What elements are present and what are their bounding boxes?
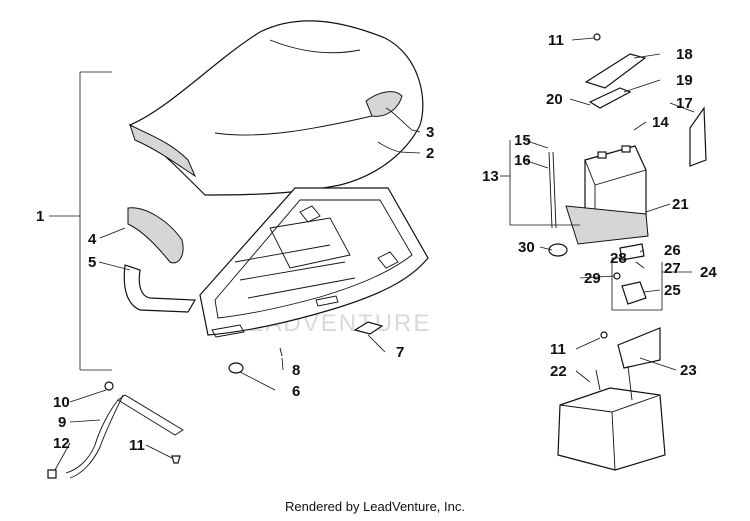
battery-group — [509, 53, 707, 311]
callout-4: 4 — [88, 231, 97, 248]
callout-30: 30 — [518, 239, 535, 256]
callout-23: 23 — [680, 362, 697, 379]
callout-21: 21 — [672, 196, 689, 213]
seat-base — [199, 187, 429, 338]
callout-16: 16 — [514, 152, 531, 169]
callout-2: 2 — [426, 145, 434, 162]
callout-11-rod: 11 — [129, 437, 145, 454]
leader-lines — [49, 37, 695, 471]
callout-7: 7 — [396, 344, 404, 361]
pin — [279, 347, 283, 357]
callout-19: 19 — [676, 72, 693, 89]
callout-13: 13 — [482, 168, 499, 185]
callout-14: 14 — [652, 114, 669, 131]
callout-15: 15 — [514, 132, 531, 149]
callout-17: 17 — [676, 95, 693, 112]
screw — [600, 331, 608, 339]
callout-29: 29 — [584, 270, 601, 287]
callout-27: 27 — [664, 260, 681, 277]
bumper — [228, 362, 244, 374]
battery-box — [557, 327, 666, 471]
callout-20: 20 — [546, 91, 563, 108]
callout-28: 28 — [610, 250, 627, 267]
callout-25: 25 — [664, 282, 681, 299]
callout-6: 6 — [292, 383, 300, 400]
callout-11-top: 11 — [548, 32, 564, 49]
callout-18: 18 — [676, 46, 693, 63]
bracket — [353, 321, 384, 335]
callout-24: 24 — [700, 264, 717, 281]
callout-9: 9 — [58, 414, 66, 431]
callout-10: 10 — [53, 394, 70, 411]
foam-pad — [127, 207, 184, 264]
latch-rod — [47, 381, 184, 479]
callout-22: 22 — [550, 363, 567, 380]
screw — [593, 33, 601, 41]
callout-5: 5 — [88, 254, 96, 271]
callout-11-box: 11 — [550, 341, 566, 358]
callout-8: 8 — [292, 362, 300, 379]
callout-3: 3 — [426, 124, 434, 141]
callout-labels: 1 2 3 4 5 6 7 8 9 10 11 11 11 12 13 14 1… — [36, 32, 717, 454]
seat-rail — [123, 264, 197, 313]
seat-cushion — [128, 20, 424, 196]
callout-12: 12 — [53, 435, 70, 452]
callout-26: 26 — [664, 242, 681, 259]
callout-1: 1 — [36, 208, 44, 225]
credit-line: Rendered by LeadVenture, Inc. — [285, 499, 465, 514]
